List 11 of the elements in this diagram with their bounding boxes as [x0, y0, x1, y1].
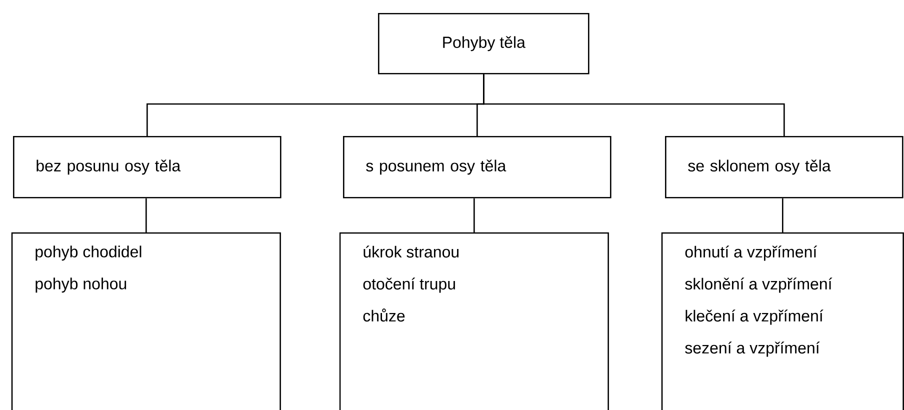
list-box: ohnutí a vzpřímení sklonění a vzpřímení klečení a vzpřímení sezení a vzpřímení — [661, 232, 904, 410]
connector-line — [782, 198, 784, 233]
title-box: Pohyby těla — [378, 13, 590, 74]
connector-line — [474, 198, 475, 233]
connector-line — [483, 74, 785, 136]
connector-line — [146, 198, 147, 233]
category-box: se sklonem osy těla — [665, 136, 904, 198]
list-box: pohyb chodidel pohyb nohou — [11, 232, 281, 410]
category-box: s posunem osy těla — [343, 136, 612, 198]
list-box: úkrok stranou otočení trupu chůze — [339, 232, 609, 410]
category-box: bez posunu osy těla — [13, 136, 282, 198]
